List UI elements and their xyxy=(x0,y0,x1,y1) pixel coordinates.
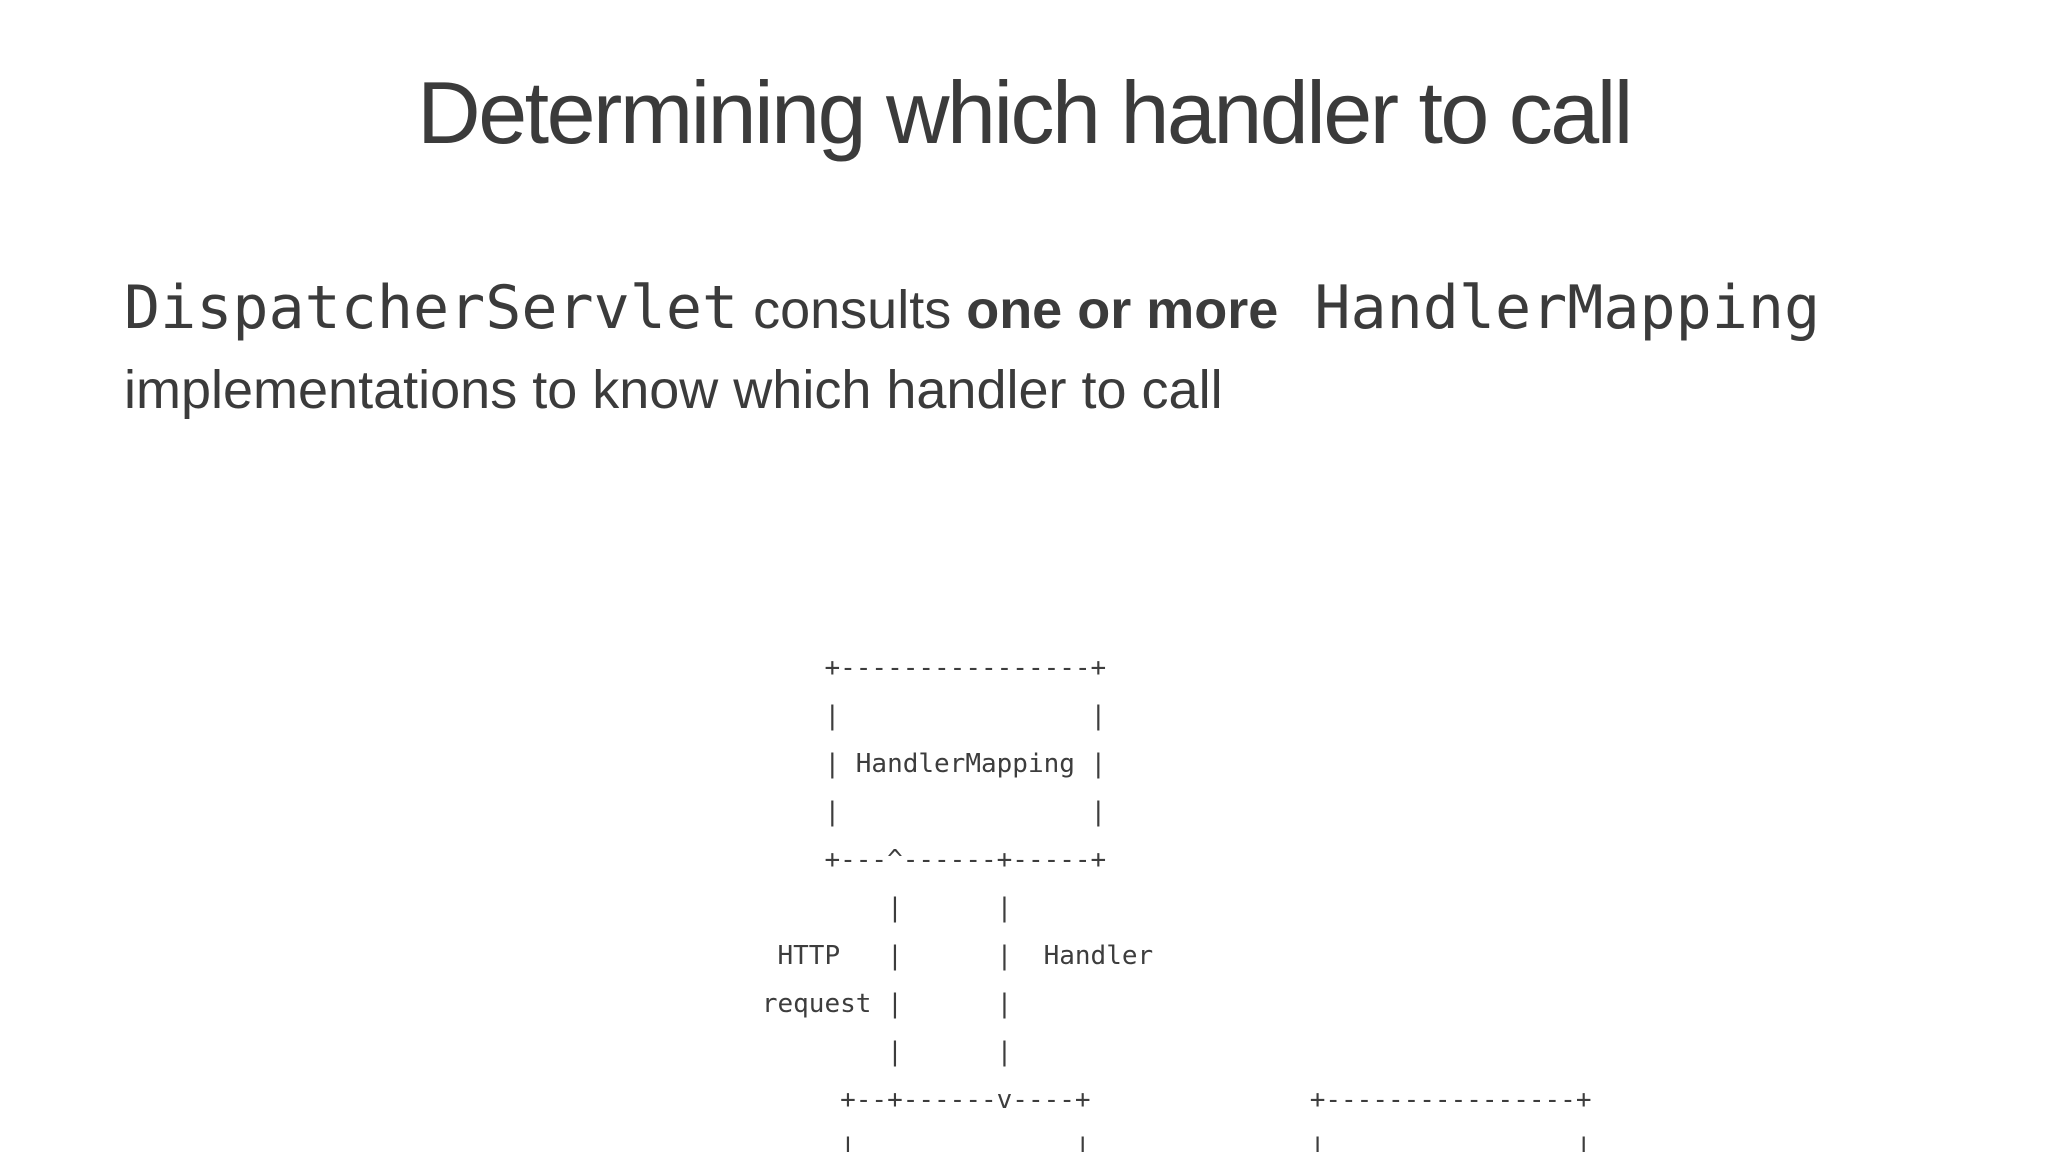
ascii-architecture-diagram: +----------------+ | | | HandlerMapping … xyxy=(761,653,1592,1152)
bold-one-or-more: one or more xyxy=(966,280,1279,340)
code-dispatcher-servlet: DispatcherServlet xyxy=(124,273,739,343)
paragraph-line2: implementations to know which handler to… xyxy=(124,360,1223,420)
page-title: Determining which handler to call xyxy=(417,63,1633,162)
code-handler-mapping: HandlerMapping xyxy=(1278,273,1821,343)
body-paragraph: DispatcherServlet consults one or more H… xyxy=(124,268,1944,430)
paragraph-text: consults xyxy=(738,280,967,340)
